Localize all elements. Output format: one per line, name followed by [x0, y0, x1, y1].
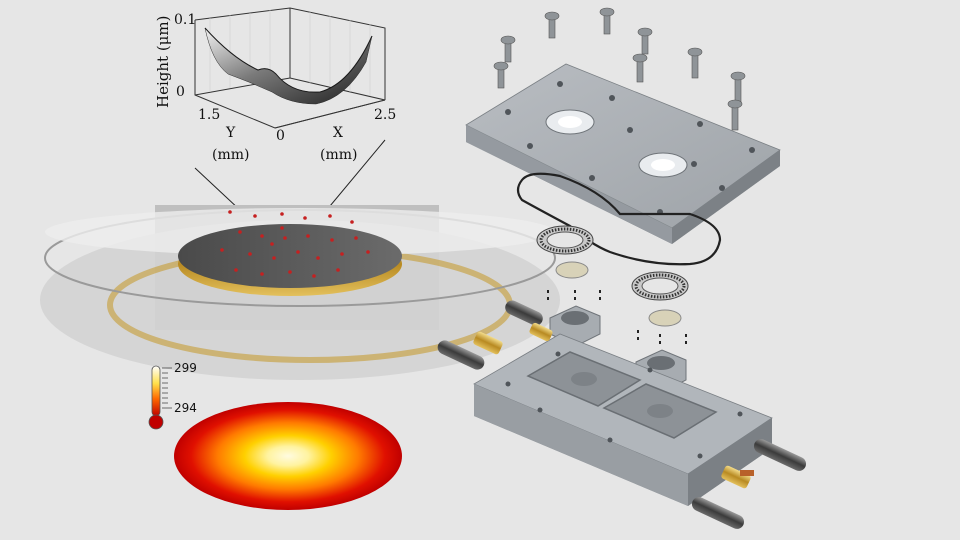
z-tick-min: 0	[176, 84, 185, 100]
base-block	[473, 333, 773, 506]
sensor-points	[220, 210, 370, 278]
sensor-ring-left	[536, 225, 594, 279]
x-tick-min: 0	[276, 128, 285, 144]
exploded-assembly	[437, 7, 807, 529]
y-axis-label: Y	[225, 125, 236, 141]
z-tick-max: 0.1	[174, 12, 196, 28]
x-tick-max: 2.5	[374, 107, 396, 123]
top-cover-plate	[465, 63, 781, 244]
thermometer-icon	[148, 365, 172, 430]
sensor-ring-right	[631, 271, 689, 327]
alignment-dashes	[547, 290, 687, 344]
temp-max-label: 299	[174, 361, 197, 375]
z-axis-label: Height (μm)	[154, 16, 172, 109]
surface-height-plot	[194, 7, 386, 129]
fluid-connectors	[437, 300, 807, 529]
y-tick: 1.5	[198, 107, 220, 123]
gasket-ring	[516, 172, 722, 266]
x-axis-label: X	[333, 125, 343, 141]
temp-min-label: 294	[174, 401, 197, 415]
temperature-heatmap-disc	[174, 402, 402, 510]
wafer-closeup-render	[40, 205, 560, 380]
height-surface-edge	[204, 27, 373, 93]
x-axis-unit: (mm)	[320, 147, 357, 163]
y-axis-unit: (mm)	[212, 147, 249, 163]
